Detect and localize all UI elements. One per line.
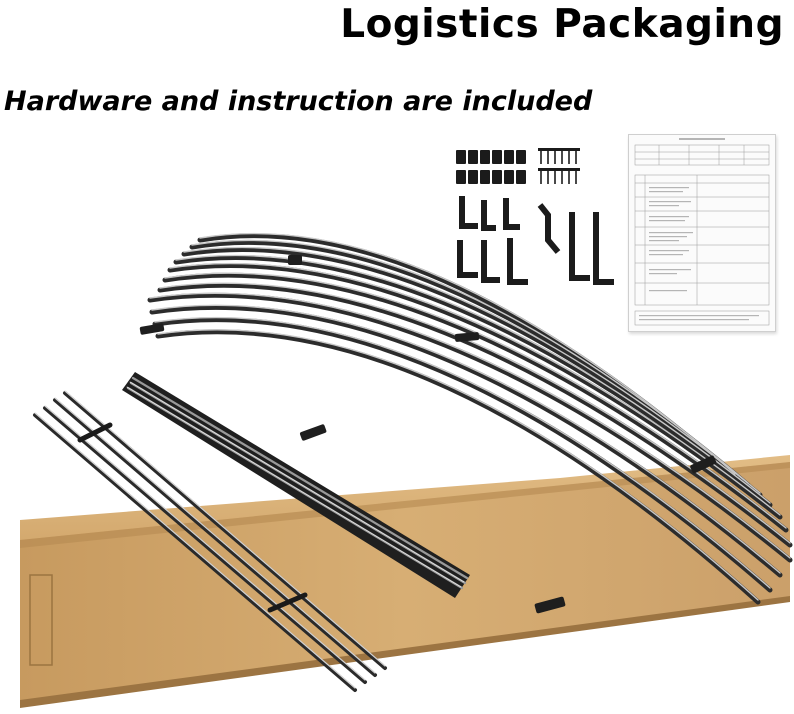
grille-icon bbox=[33, 390, 387, 692]
grille-icon bbox=[122, 372, 470, 598]
page-title: Logistics Packaging bbox=[340, 2, 784, 47]
hardware-kit-icon bbox=[456, 148, 614, 285]
shipping-box-icon bbox=[20, 455, 790, 708]
instruction-sheet-table bbox=[634, 138, 770, 326]
grille-icon bbox=[139, 232, 793, 614]
instruction-sheet-icon bbox=[628, 134, 776, 332]
page-subtitle: Hardware and instruction are included bbox=[4, 86, 593, 117]
